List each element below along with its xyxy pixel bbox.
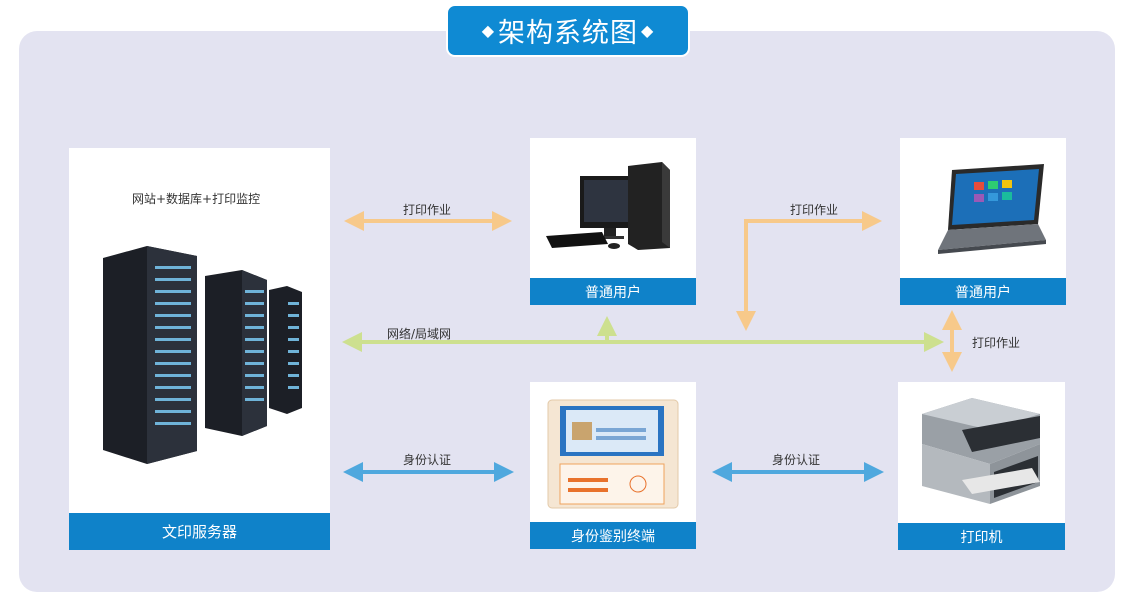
printer-card: 打印机 [898,382,1065,550]
terminal-label: 身份鉴别终端 [530,522,696,549]
edge-label-server-desktop: 打印作业 [403,203,452,217]
diamond-icon: ◆ [481,21,495,40]
desktop-user-label: 普通用户 [530,278,696,305]
laptop-computer-icon [938,164,1046,254]
arrow-desktop-laptop [736,211,882,331]
id-terminal-icon [547,399,679,509]
printer-label: 打印机 [898,523,1065,550]
server-label: 文印服务器 [69,513,330,550]
server-rack-icon [103,246,302,464]
edge-label-server-terminal: 身份认证 [403,453,452,467]
edge-label-terminal-printer: 身份认证 [772,453,821,467]
edge-label-laptop-printer: 打印作业 [972,336,1021,350]
diamond-icon: ◆ [641,21,655,40]
server-card: 网站+数据库+打印监控 [69,148,330,550]
printer-icon [922,398,1040,504]
edge-label-network: 网络/局域网 [387,327,452,341]
desktop-computer-icon [546,162,670,250]
diagram-title-text: 架构系统图 [498,18,638,49]
diagram-title: ◆ 架构系统图 ◆ [446,4,690,57]
edge-label-desktop-laptop: 打印作业 [790,203,839,217]
server-caption: 网站+数据库+打印监控 [132,192,261,206]
laptop-user-label: 普通用户 [900,278,1066,305]
desktop-user-card: 普通用户 [530,138,696,305]
terminal-card: 身份鉴别终端 [530,382,696,549]
laptop-user-card: 普通用户 [900,138,1066,305]
